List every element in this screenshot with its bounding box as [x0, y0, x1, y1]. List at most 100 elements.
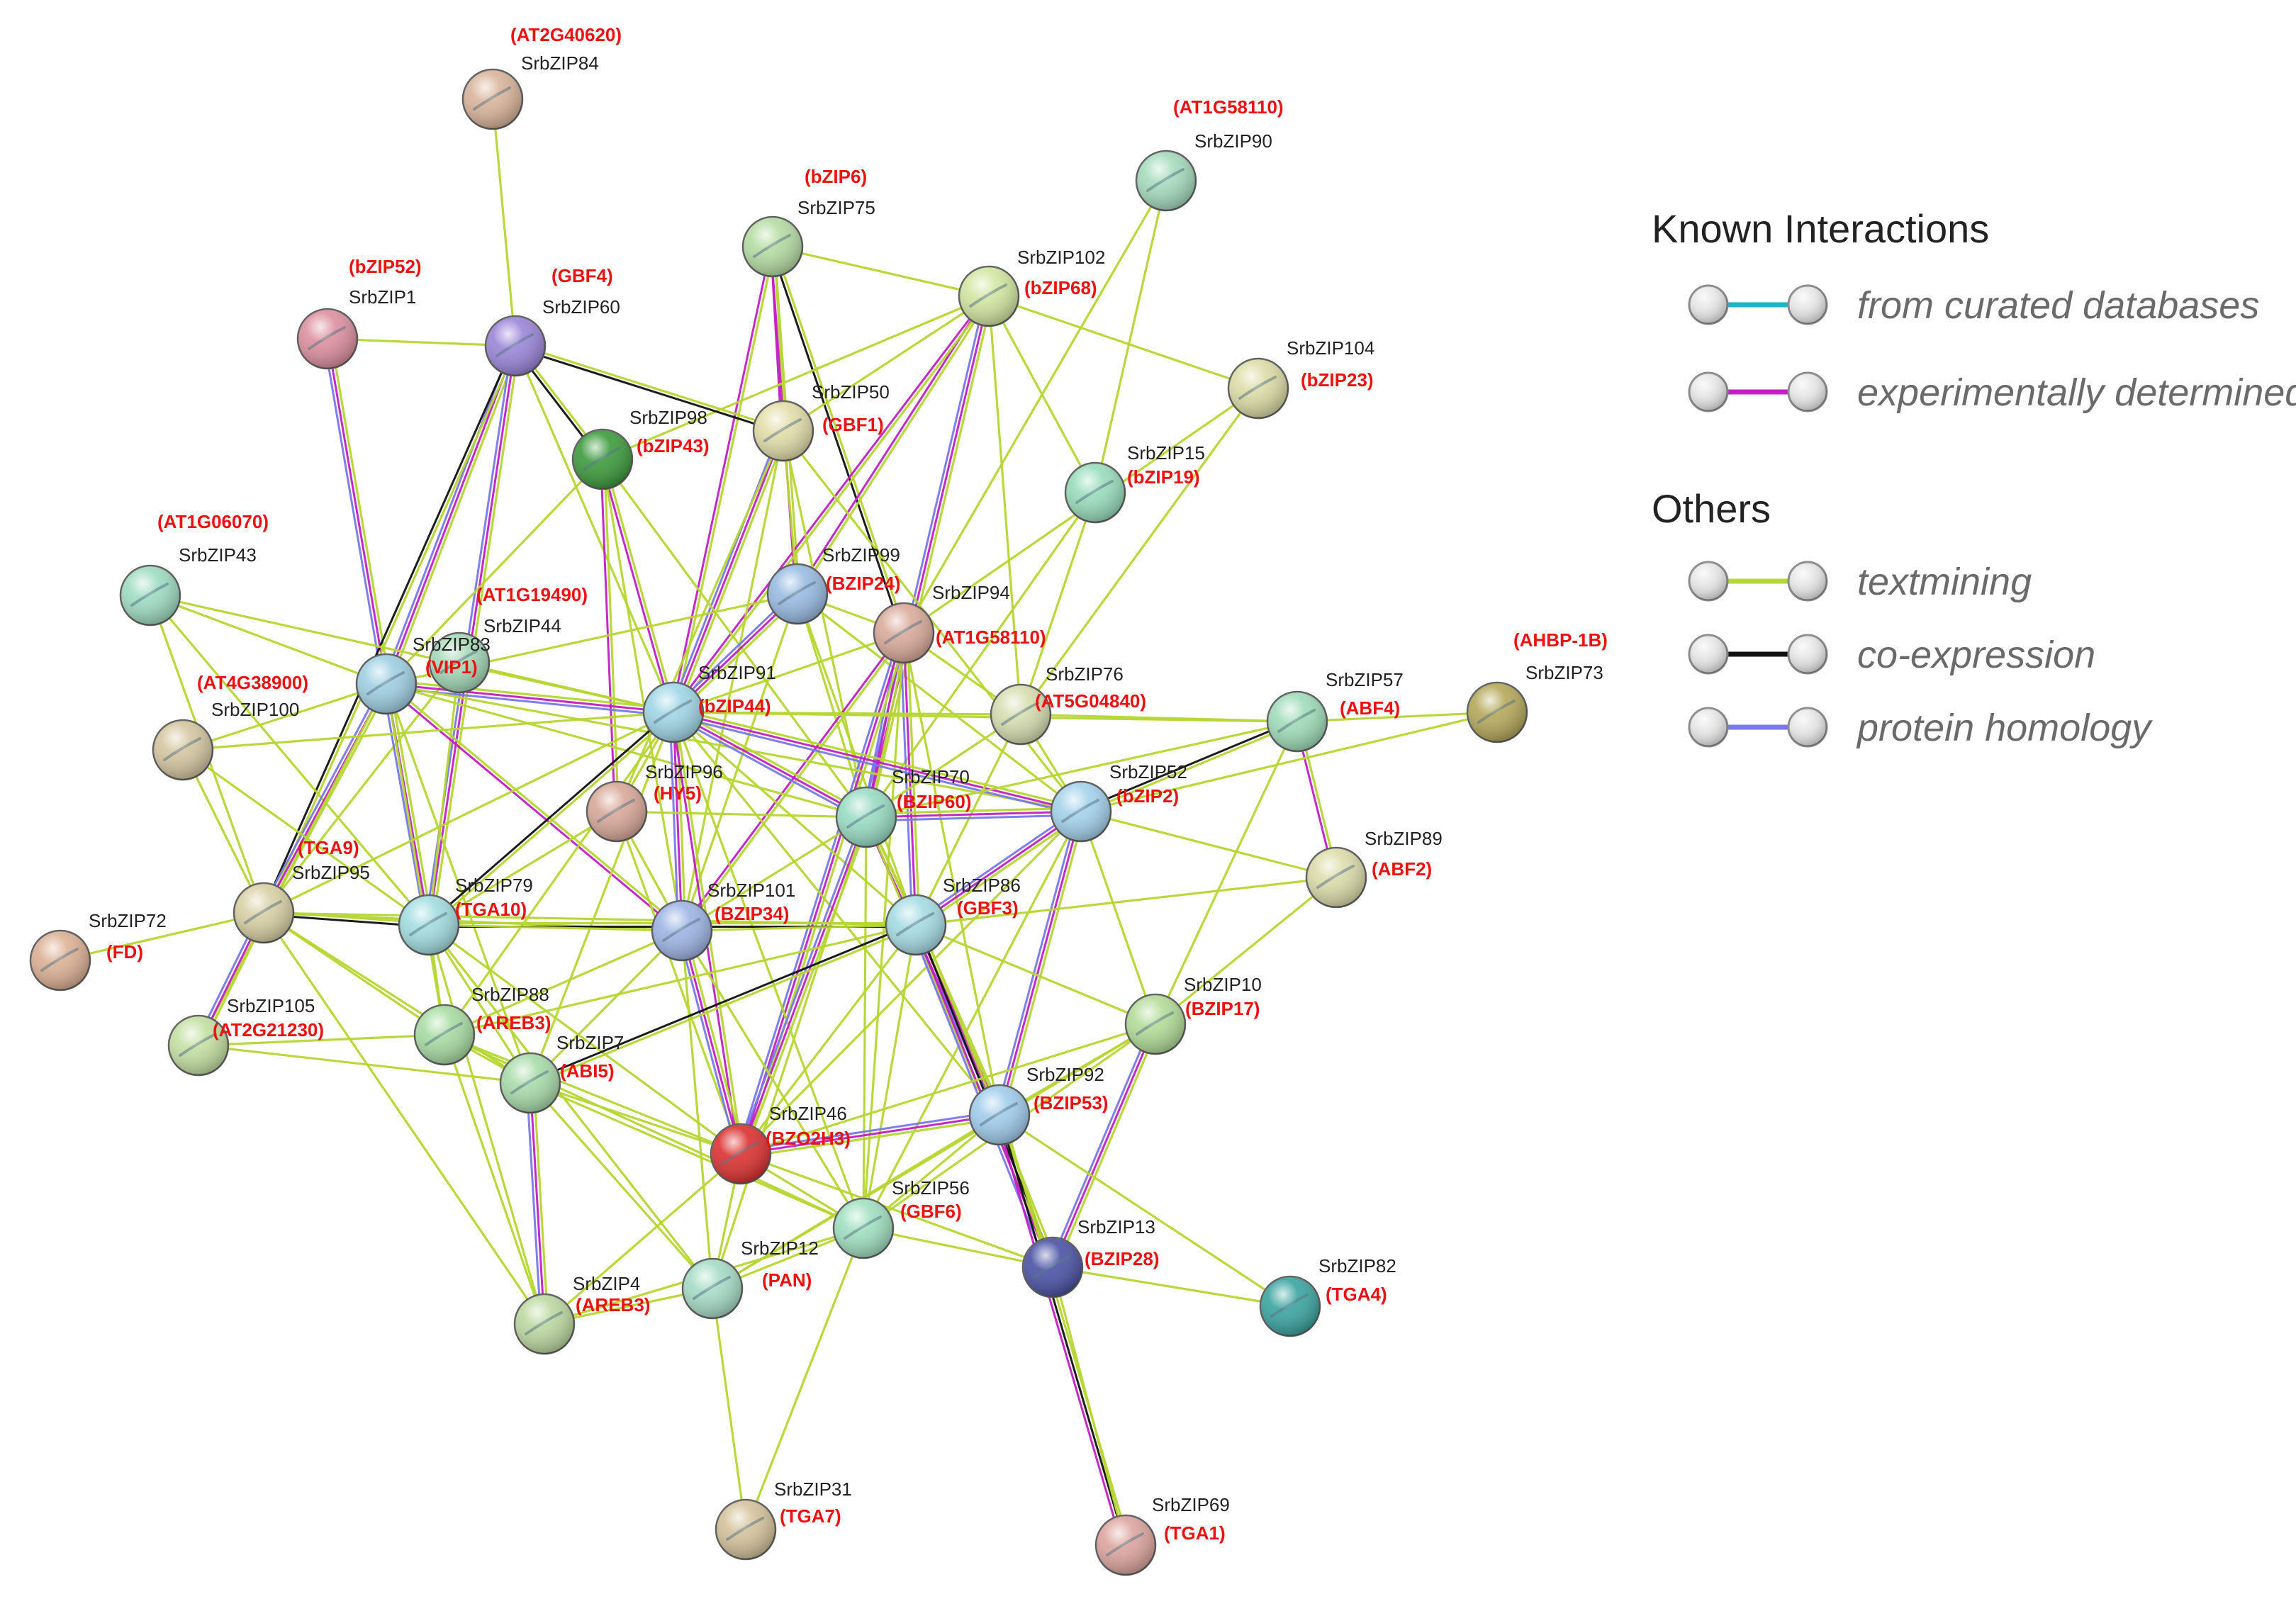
- protein-node[interactable]: SrbZIP10(BZIP17): [1124, 974, 1262, 1055]
- interaction-edge: [681, 430, 785, 932]
- sphere-highlight: [486, 316, 545, 376]
- protein-node[interactable]: SrbZIP84(AT2G40620): [461, 24, 622, 130]
- protein-node[interactable]: SrbZIP1(bZIP52): [296, 256, 422, 370]
- sphere-highlight: [1267, 692, 1327, 751]
- node-alias-label: (ABI5): [560, 1060, 615, 1082]
- protein-node[interactable]: SrbZIP82(TGA4): [1259, 1255, 1396, 1337]
- protein-node[interactable]: SrbZIP4(AREB3): [513, 1273, 650, 1355]
- interaction-edge: [1094, 179, 1167, 494]
- node-alias-label: (bZIP19): [1127, 466, 1200, 488]
- protein-node[interactable]: SrbZIP56(GBF6): [832, 1177, 970, 1259]
- protein-node[interactable]: SrbZIP15(bZIP19): [1064, 442, 1205, 524]
- protein-node[interactable]: SrbZIP50(GBF1): [752, 381, 890, 462]
- legend-label: textmining: [1857, 561, 2032, 603]
- node-name-label: SrbZIP12: [741, 1238, 819, 1259]
- interaction-edge: [987, 295, 1022, 716]
- interaction-edge: [862, 810, 1082, 1230]
- node-alias-label: (HY5): [654, 782, 702, 804]
- sphere-highlight: [1467, 683, 1527, 742]
- protein-node[interactable]: SrbZIP79(TGA10): [398, 875, 533, 956]
- protein-node[interactable]: SrbZIP76(AT5G04840): [990, 663, 1146, 746]
- protein-node[interactable]: SrbZIP57(ABF4): [1266, 669, 1404, 753]
- protein-node[interactable]: SrbZIP95(TGA9): [233, 837, 370, 944]
- node-name-label: SrbZIP1: [349, 286, 416, 308]
- interaction-edge: [739, 924, 917, 1155]
- interaction-edge: [443, 711, 675, 1036]
- node-name-label: SrbZIP99: [822, 544, 900, 566]
- protein-node[interactable]: SrbZIP102(bZIP68): [958, 247, 1105, 327]
- interaction-edge: [1080, 711, 1499, 813]
- node-name-label: SrbZIP95: [292, 862, 370, 883]
- protein-node[interactable]: SrbZIP92(BZIP53): [968, 1064, 1108, 1146]
- interaction-edge: [902, 179, 1167, 634]
- protein-node[interactable]: SrbZIP90(AT1G58110): [1135, 96, 1284, 212]
- node-name-label: SrbZIP79: [455, 875, 533, 896]
- interaction-edge: [671, 707, 1083, 817]
- protein-node[interactable]: SrbZIP13(BZIP28): [1021, 1216, 1159, 1298]
- protein-node[interactable]: SrbZIP88(AREB3): [413, 984, 551, 1066]
- protein-node[interactable]: SrbZIP105(AT2G21230): [167, 995, 324, 1077]
- node-alias-label: (bZIP43): [637, 435, 710, 456]
- interaction-edge: [865, 720, 1299, 819]
- protein-node[interactable]: SrbZIP72(FD): [29, 910, 167, 992]
- interaction-edge: [681, 929, 865, 1230]
- protein-node[interactable]: SrbZIP52(bZIP2): [1050, 761, 1187, 843]
- interaction-edge: [615, 810, 742, 1155]
- protein-node[interactable]: SrbZIP83(VIP1): [355, 634, 491, 715]
- protein-node[interactable]: SrbZIP75(bZIP6): [741, 166, 875, 278]
- node-alias-label: (PAN): [762, 1269, 812, 1291]
- protein-node[interactable]: SrbZIP94(AT1G58110): [873, 582, 1046, 664]
- interaction-edge: [672, 711, 1001, 1116]
- protein-node[interactable]: SrbZIP44(AT1G19490): [428, 584, 588, 694]
- sphere-highlight: [1126, 994, 1185, 1054]
- node-name-label: SrbZIP43: [179, 544, 257, 566]
- sphere-highlight: [683, 1259, 742, 1318]
- interaction-edge: [862, 632, 905, 1230]
- node-alias-label: (AREB3): [576, 1294, 650, 1315]
- node-name-label: SrbZIP31: [774, 1478, 852, 1500]
- protein-node[interactable]: SrbZIP104(bZIP23): [1227, 337, 1374, 420]
- protein-node[interactable]: SrbZIP91(bZIP44): [642, 662, 776, 744]
- protein-node[interactable]: SrbZIP96(HY5): [586, 761, 723, 843]
- node-alias-label: (FD): [106, 941, 143, 963]
- interaction-edge: [383, 681, 685, 933]
- textmining-line-icon: [1688, 561, 1828, 602]
- protein-node[interactable]: SrbZIP31(TGA7): [715, 1478, 852, 1561]
- protein-node[interactable]: SrbZIP86(GBF3): [885, 875, 1021, 956]
- protein-node[interactable]: SrbZIP12 (PAN): [681, 1238, 819, 1320]
- interaction-edge: [427, 810, 618, 926]
- sphere-highlight: [500, 1053, 560, 1113]
- protein-node[interactable]: SrbZIP73(AHBP-1B): [1466, 629, 1608, 744]
- interaction-edge: [149, 594, 388, 685]
- interaction-network: SrbZIP84(AT2G40620) SrbZIP90(AT1G58110) Sr…: [29, 24, 1608, 1576]
- sphere-highlight: [515, 1294, 574, 1354]
- protein-node[interactable]: SrbZIP98(bZIP43): [571, 407, 710, 490]
- interaction-edge: [739, 810, 1082, 1155]
- protein-node[interactable]: SrbZIP69(TGA1): [1094, 1494, 1230, 1576]
- sphere-highlight: [768, 564, 827, 624]
- interaction-edge: [326, 337, 517, 347]
- protein-node[interactable]: SrbZIP101(BZIP34): [651, 880, 795, 962]
- legend-label: from curated databases: [1857, 284, 2260, 327]
- interaction-edge: [771, 245, 990, 298]
- interaction-edge: [914, 924, 1157, 1026]
- interaction-edge: [443, 924, 917, 1036]
- protein-node[interactable]: SrbZIP89(ABF2): [1305, 828, 1443, 909]
- legend-item-co-expression: co-expression: [1687, 619, 2275, 690]
- interaction-edge: [59, 911, 265, 962]
- interaction-edge: [671, 293, 992, 715]
- node-alias-label: (BZIP17): [1185, 998, 1260, 1019]
- protein-node[interactable]: SrbZIP7(ABI5): [499, 1032, 624, 1114]
- legend-label: protein homology: [1857, 707, 2151, 749]
- node-alias-label: (AHBP-1B): [1513, 629, 1608, 651]
- protein-node[interactable]: SrbZIP43(AT1G06070): [119, 511, 269, 627]
- protein-node[interactable]: SrbZIP99(BZIP24): [766, 544, 900, 625]
- interaction-edge: [914, 876, 1338, 926]
- protein-node[interactable]: SrbZIP70(BZIP60): [835, 766, 971, 848]
- protein-node[interactable]: SrbZIP100(AT4G38900): [152, 672, 308, 781]
- protein-node[interactable]: SrbZIP46(BZO2H3): [710, 1103, 851, 1185]
- sphere-highlight: [743, 217, 802, 276]
- protein-node[interactable]: SrbZIP60(GBF4): [484, 265, 620, 377]
- interaction-edge: [427, 924, 714, 1290]
- legend-node-shine: [1788, 562, 1827, 600]
